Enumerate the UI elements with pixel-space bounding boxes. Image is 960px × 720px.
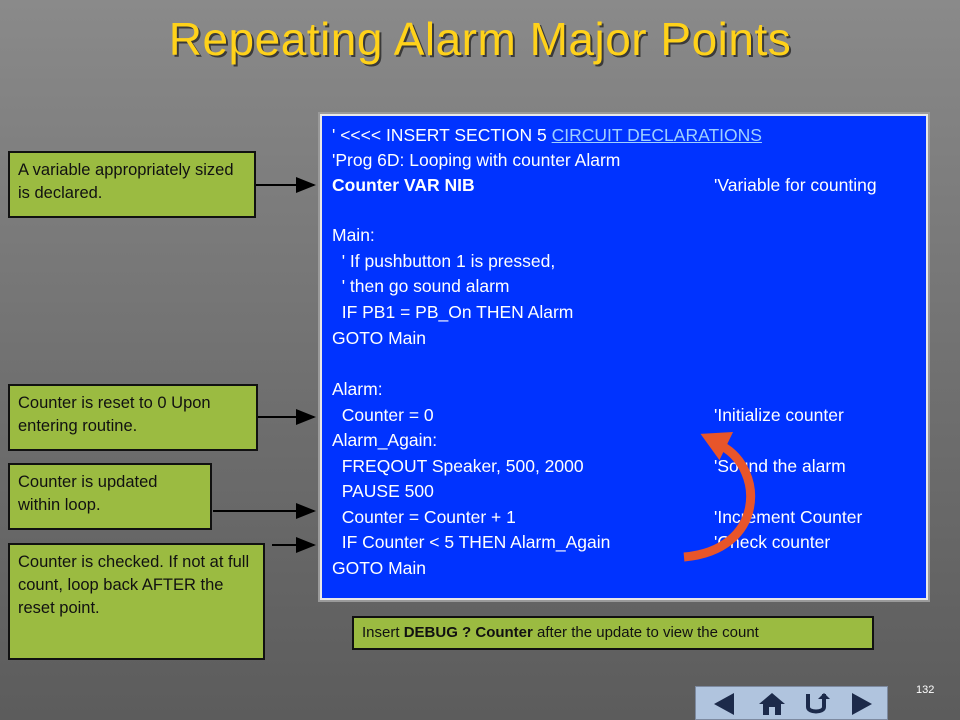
note-updated: Counter is updated within loop. <box>8 463 212 530</box>
code-text: 'Prog 6D: Looping with counter Alarm <box>332 150 621 170</box>
navigation-bar <box>695 686 888 720</box>
code-text: Alarm: <box>332 379 383 399</box>
code-text: Main: <box>332 225 375 245</box>
code-line-3: Counter VAR NIB 'Variable for counting <box>332 174 877 196</box>
code-line-13: Alarm_Again: <box>332 429 437 451</box>
code-listing: ' <<<< INSERT SECTION 5 CIRCUIT DECLARAT… <box>320 114 928 600</box>
code-text: Counter = 0 <box>332 405 434 425</box>
circuit-declarations-link[interactable]: CIRCUIT DECLARATIONS <box>551 125 762 145</box>
code-text: GOTO Main <box>332 558 427 578</box>
code-line-14: FREQOUT Speaker, 500, 2000 'Sound the ala… <box>332 455 846 477</box>
return-icon[interactable] <box>800 691 832 717</box>
code-text: IF PB1 = PB_On THEN Alarm <box>332 302 574 322</box>
code-line-5: Main: <box>332 224 375 246</box>
code-line-16: Counter = Counter + 1 'Increment Counter <box>332 506 863 528</box>
code-text: ' If pushbutton 1 is pressed, <box>332 251 556 271</box>
loop-back-arrow-icon <box>683 442 756 562</box>
note-reset: Counter is reset to 0 Upon entering rout… <box>8 384 258 451</box>
code-comment: 'Increment Counter <box>714 507 863 527</box>
note-declared: A variable appropriately sized is declar… <box>8 151 256 218</box>
code-line-7: ' then go sound alarm <box>332 275 510 297</box>
code-comment: 'Initialize counter <box>714 405 844 425</box>
note-checked: Counter is checked. If not at full count… <box>8 543 265 660</box>
code-text: GOTO Main <box>332 328 427 348</box>
code-text: ' <<<< INSERT SECTION 5 <box>332 125 552 145</box>
code-line-12: Counter = 0 'Initialize counter <box>332 404 844 426</box>
page-number: 132 <box>916 684 935 696</box>
debug-tip: Insert DEBUG ? Counter after the update … <box>352 616 874 650</box>
code-line-9: GOTO Main <box>332 327 426 349</box>
code-line-18: GOTO Main <box>332 557 426 579</box>
code-text: IF Counter < 5 THEN Alarm_Again <box>332 532 611 552</box>
code-line-2: 'Prog 6D: Looping with counter Alarm <box>332 149 620 171</box>
code-text: FREQOUT Speaker, 500, 2000 <box>332 456 584 476</box>
previous-icon[interactable] <box>708 691 740 717</box>
code-text: PAUSE 500 <box>332 481 434 501</box>
code-line-11: Alarm: <box>332 378 383 400</box>
slide-title: Repeating Alarm Major Points <box>168 13 792 65</box>
code-text: Counter = Counter + 1 <box>332 507 516 527</box>
code-text: Alarm_Again: <box>332 430 438 450</box>
code-line-1: ' <<<< INSERT SECTION 5 CIRCUIT DECLARAT… <box>332 124 762 146</box>
code-line-15: PAUSE 500 <box>332 480 434 502</box>
next-icon[interactable] <box>846 691 878 717</box>
code-line-6: ' If pushbutton 1 is pressed, <box>332 250 555 272</box>
code-text: Counter VAR NIB <box>332 175 475 195</box>
home-icon[interactable] <box>756 691 788 717</box>
code-comment: 'Sound the alarm <box>714 456 846 476</box>
code-line-8: IF PB1 = PB_On THEN Alarm <box>332 301 574 323</box>
code-comment: 'Variable for counting <box>714 175 877 195</box>
code-text: ' then go sound alarm <box>332 276 510 296</box>
